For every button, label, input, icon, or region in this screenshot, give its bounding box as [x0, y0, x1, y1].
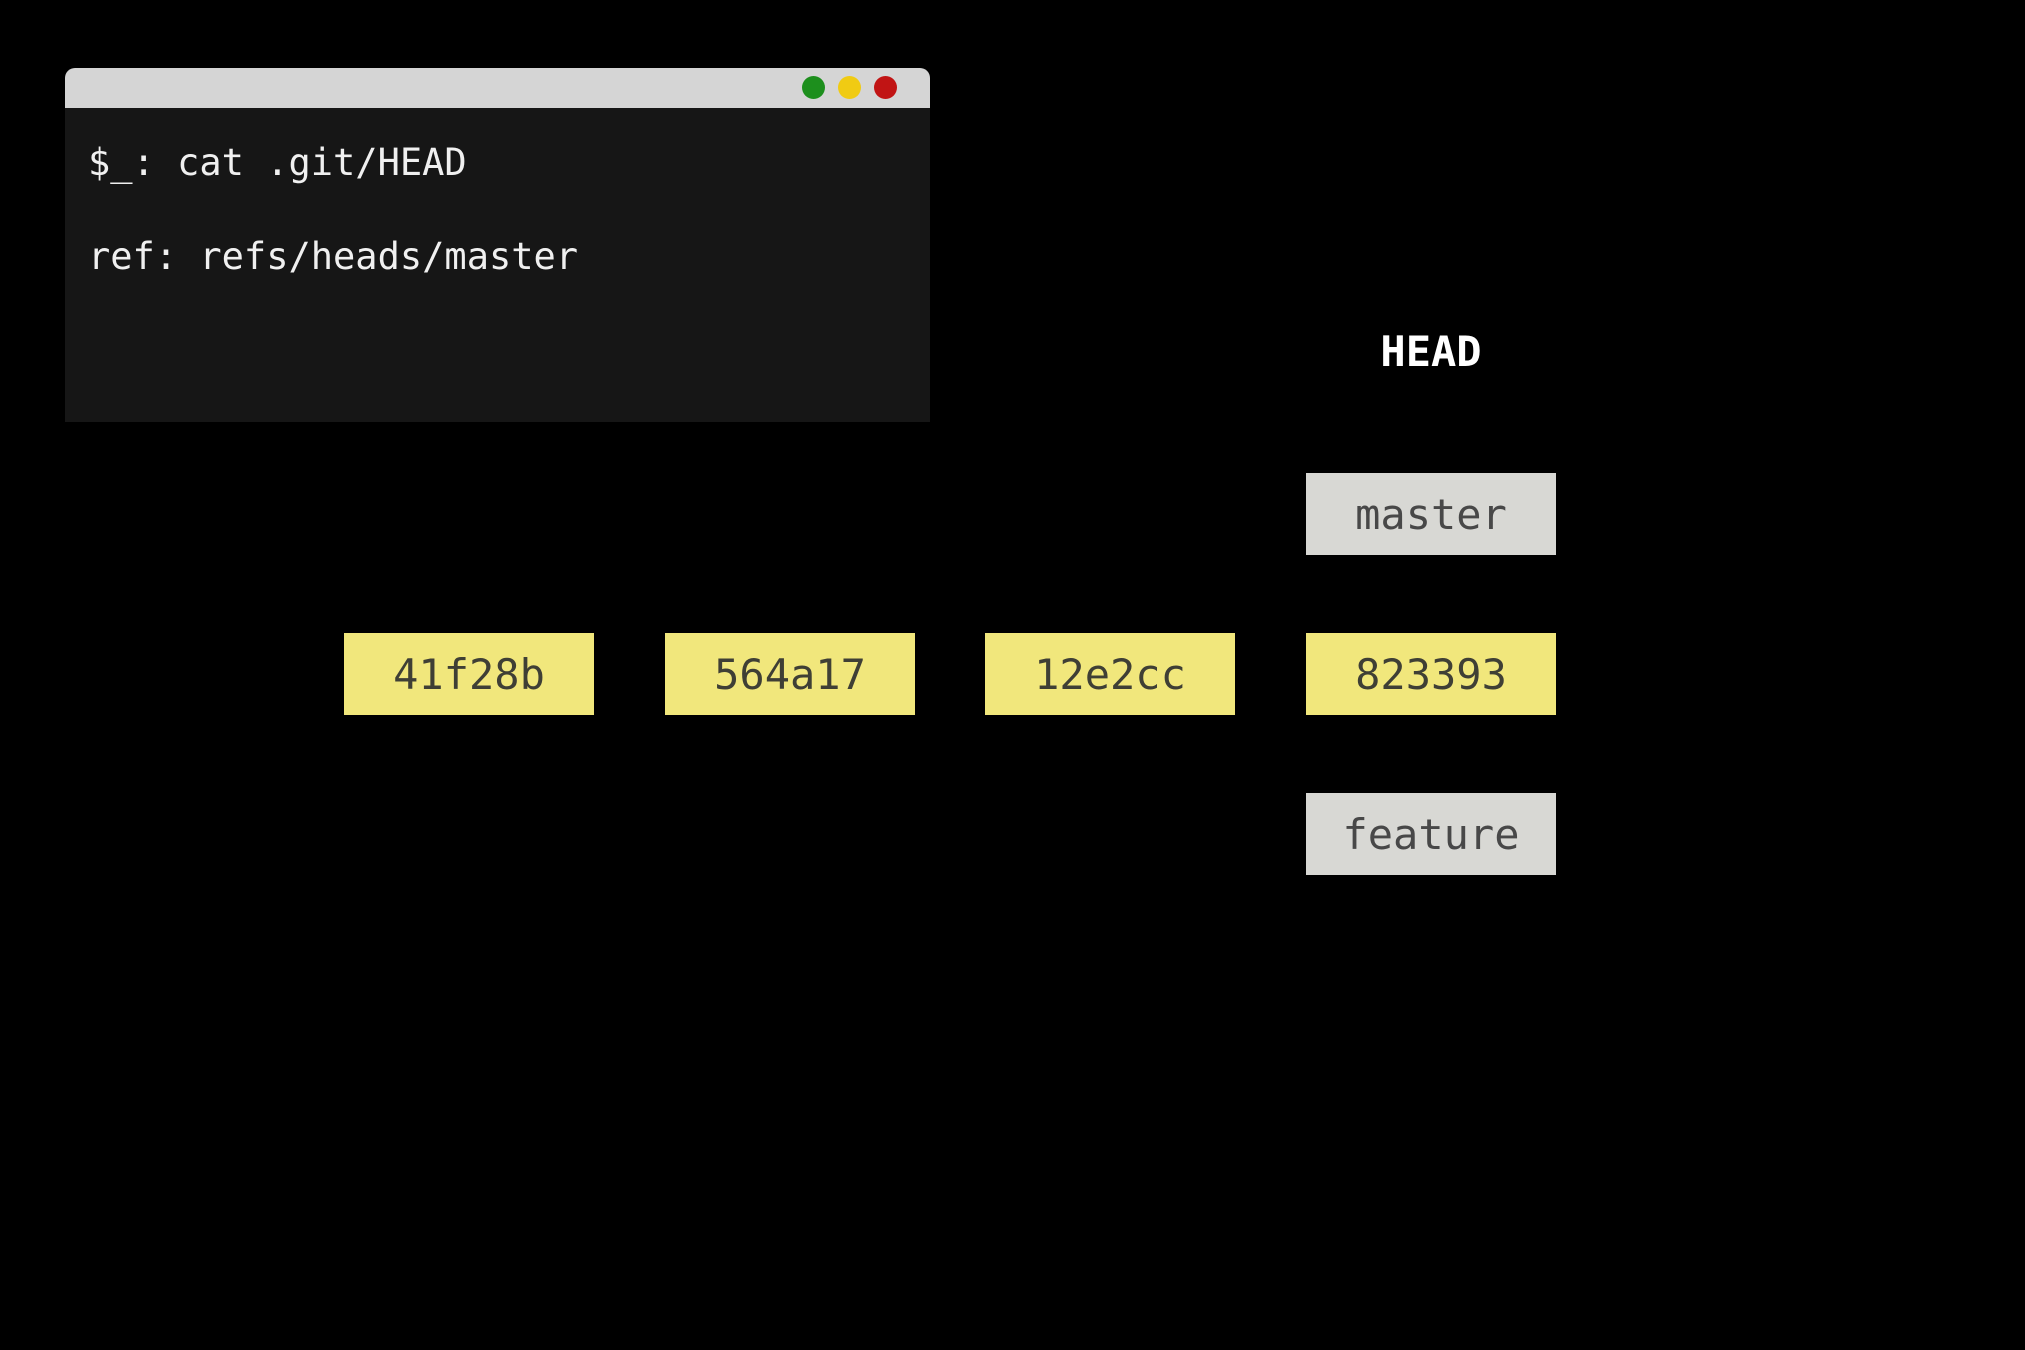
branch-box-feature: feature — [1306, 793, 1556, 875]
commit-hash-label: 41f28b — [393, 649, 545, 699]
terminal-command-line: $_: cat .git/HEAD — [88, 141, 467, 184]
commit-box-564a17: 564a17 — [665, 633, 915, 715]
terminal-titlebar — [65, 68, 930, 108]
window-button-green-icon[interactable] — [802, 76, 825, 99]
branch-label-feature: feature — [1342, 809, 1520, 859]
window-button-yellow-icon[interactable] — [838, 76, 861, 99]
branch-label-master: master — [1355, 489, 1507, 539]
window-button-red-icon[interactable] — [874, 76, 897, 99]
commit-box-823393: 823393 — [1306, 633, 1556, 715]
head-label: HEAD — [1380, 327, 1482, 376]
terminal-window: $_: cat .git/HEAD ref: refs/heads/master — [65, 68, 930, 422]
terminal-body: $_: cat .git/HEAD ref: refs/heads/master — [65, 108, 930, 422]
branch-box-master: master — [1306, 473, 1556, 555]
commit-hash-label: 12e2cc — [1034, 649, 1186, 699]
window-controls — [802, 76, 897, 99]
commit-box-12e2cc: 12e2cc — [985, 633, 1235, 715]
commit-hash-label: 823393 — [1355, 649, 1507, 699]
terminal-output-line: ref: refs/heads/master — [88, 235, 579, 278]
terminal-blank-line — [88, 186, 910, 233]
commit-box-41f28b: 41f28b — [344, 633, 594, 715]
commit-hash-label: 564a17 — [714, 649, 866, 699]
